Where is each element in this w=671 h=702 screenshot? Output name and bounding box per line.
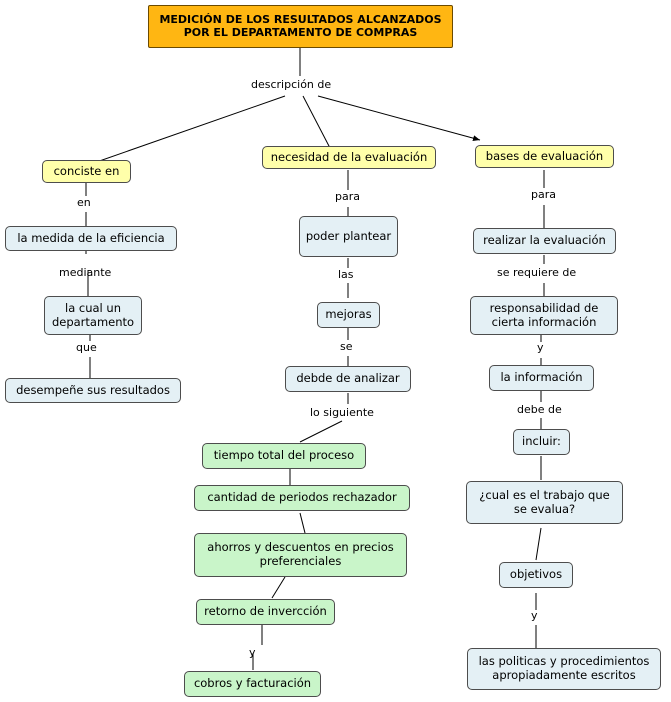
node-necesidad-evaluacion[interactable]: necesidad de la evaluación (262, 146, 436, 169)
node-cantidad-periodos[interactable]: cantidad de periodos rechazador (194, 485, 410, 511)
node-retorno-inverccion[interactable]: retorno de invercción (196, 599, 335, 625)
edge-label-y-derecha-1: y (537, 341, 544, 354)
edge-label-lo-siguiente: lo siguiente (310, 406, 374, 419)
node-desempene-resultados[interactable]: desempeñe sus resultados (5, 378, 181, 403)
node-realizar-evaluacion[interactable]: realizar la evaluación (473, 228, 616, 254)
edge-label-en: en (77, 196, 91, 209)
node-cobros-facturacion[interactable]: cobros y facturación (184, 671, 321, 697)
edge-label-y-derecha-2: y (531, 609, 538, 622)
edge-label-y-centro: y (249, 646, 256, 659)
node-conciste-en[interactable]: conciste en (42, 160, 131, 183)
node-la-cual-un-departamento[interactable]: la cual un departamento (44, 296, 142, 335)
edge-label-se: se (340, 340, 353, 353)
node-mejoras[interactable]: mejoras (317, 302, 380, 328)
node-incluir[interactable]: incluir: (513, 429, 570, 455)
edge-label-mediante: mediante (59, 266, 112, 279)
node-politicas-procedimientos[interactable]: las politicas y procedimientos apropiada… (467, 648, 661, 690)
edge-label-para-derecha: para (531, 188, 556, 201)
node-cual-trabajo-evalua[interactable]: ¿cual es el trabajo que se evalua? (466, 481, 623, 524)
node-medida-eficiencia[interactable]: la medida de la eficiencia (5, 226, 177, 251)
node-poder-plantear[interactable]: poder plantear (299, 216, 398, 257)
edge-label-las: las (338, 268, 354, 281)
node-tiempo-total-proceso[interactable]: tiempo total del proceso (202, 443, 366, 469)
node-ahorros-descuentos[interactable]: ahorros y descuentos en precios preferen… (194, 533, 407, 577)
edge-label-para-centro: para (335, 190, 360, 203)
edge-label-descripcion-de: descripción de (251, 78, 332, 91)
node-title[interactable]: MEDICIÓN DE LOS RESULTADOS ALCANZADOS PO… (148, 5, 453, 48)
node-debde-analizar[interactable]: debde de analizar (285, 366, 411, 392)
edge-label-debe-de: debe de (517, 403, 562, 416)
edge-label-se-requiere-de: se requiere de (497, 266, 577, 279)
edge-label-que: que (76, 341, 97, 354)
node-la-informacion[interactable]: la información (489, 365, 594, 391)
node-bases-evaluacion[interactable]: bases de evaluación (475, 145, 614, 168)
node-responsabilidad-informacion[interactable]: responsabilidad de cierta información (470, 296, 618, 335)
node-objetivos[interactable]: objetivos (499, 562, 573, 588)
